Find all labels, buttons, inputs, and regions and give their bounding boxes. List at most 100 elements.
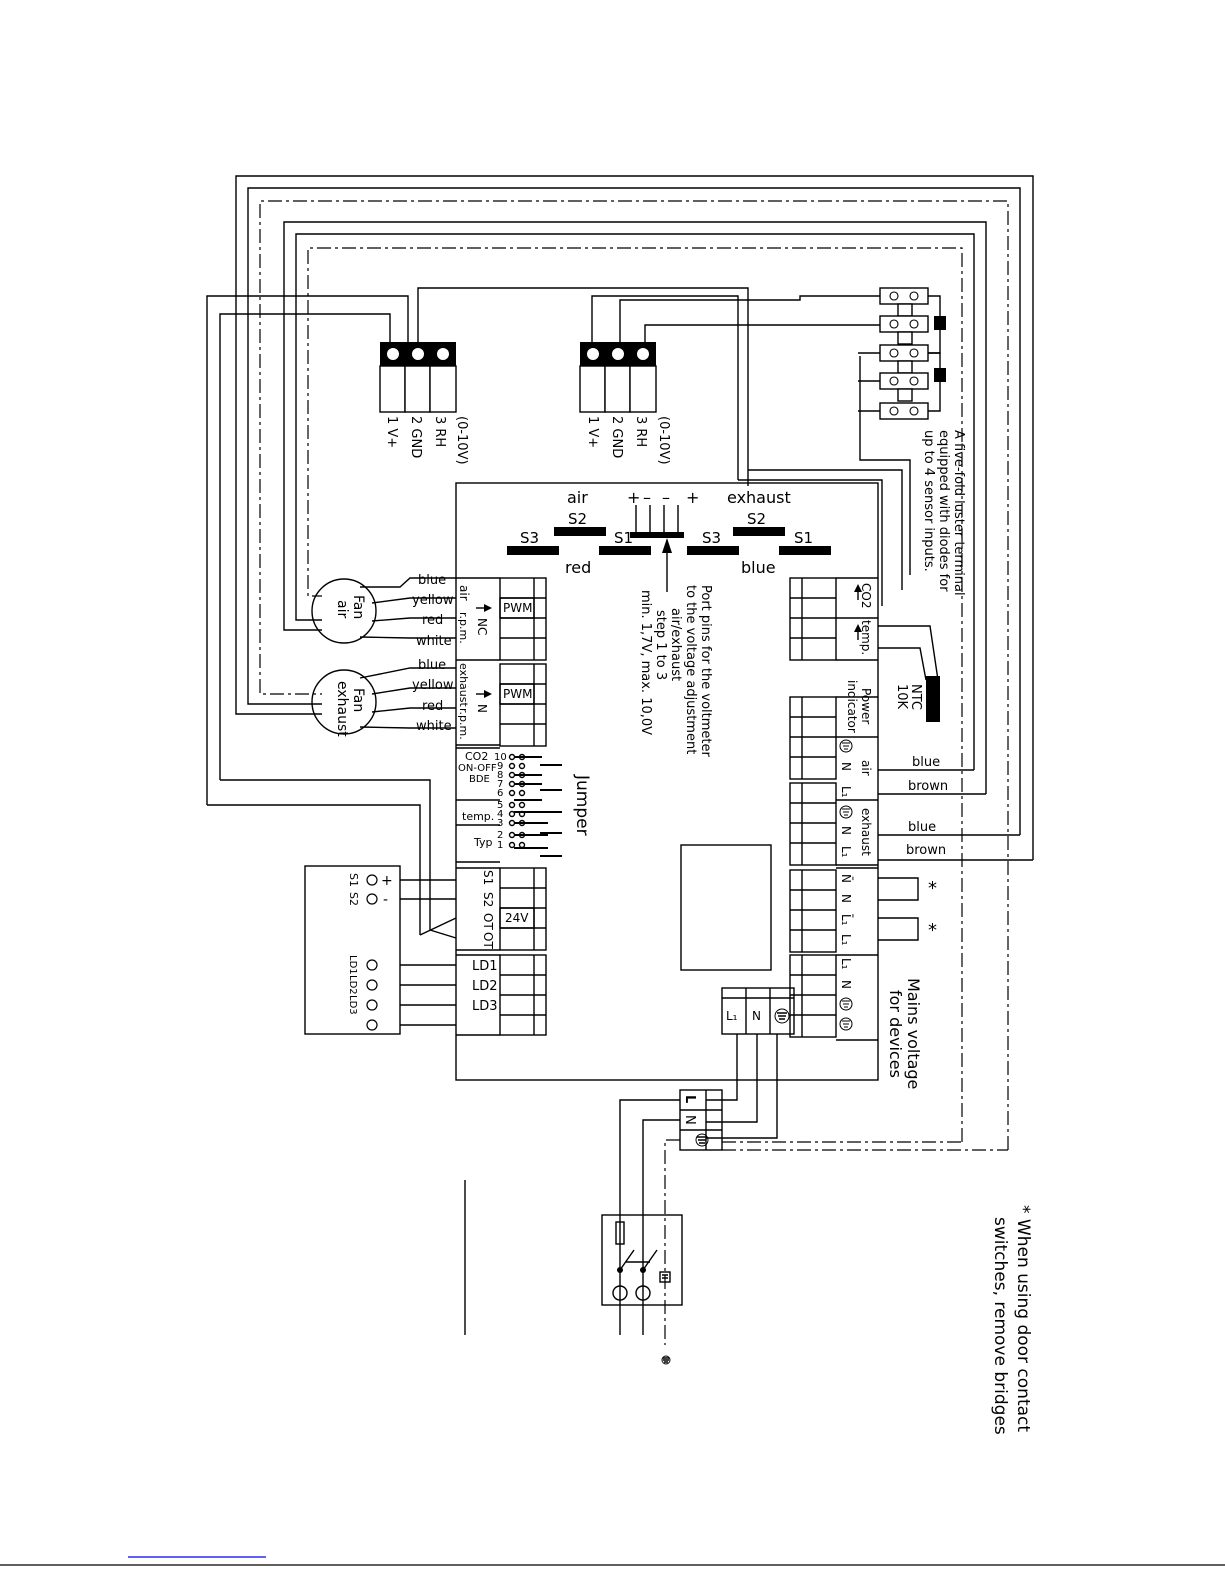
fan-ports bbox=[456, 577, 547, 747]
jumper-label-typ: Typ bbox=[473, 836, 493, 849]
remote-minus: - bbox=[383, 892, 388, 908]
mains-label-1: Mains voltage bbox=[904, 978, 923, 1089]
door-pin-1: N̄ bbox=[839, 874, 853, 883]
remote-s1: S1 bbox=[347, 873, 360, 887]
voltage-24v: 24V bbox=[505, 911, 529, 925]
mains-pin-l1: L₁ bbox=[839, 958, 853, 970]
board-pin-n: N bbox=[752, 1009, 761, 1023]
right-air-label: air bbox=[859, 760, 873, 776]
main-board bbox=[455, 482, 879, 1081]
ground-icon bbox=[839, 739, 853, 1031]
fan-exhaust bbox=[311, 667, 456, 735]
input-s1: S1 bbox=[481, 870, 495, 885]
jumper-num-5: 5 bbox=[497, 800, 503, 811]
star-1: * bbox=[928, 878, 937, 899]
air-wire-blue: blue bbox=[912, 755, 940, 770]
fan-air-name-2: air bbox=[334, 600, 350, 618]
exhaust-step-s3: S3 bbox=[702, 529, 721, 547]
luster-note-2: equipped with diodes for bbox=[936, 430, 951, 592]
sensor-left-pin-1: 1 V+ bbox=[384, 416, 399, 448]
air-step-s2: S2 bbox=[568, 510, 587, 528]
fan-exhaust-wire-yellow: yellow bbox=[412, 678, 454, 693]
jumper-num-9: 9 bbox=[497, 761, 503, 772]
fan-air-port-2: r.p.m. bbox=[457, 612, 470, 644]
outer-wiring bbox=[206, 175, 1034, 1150]
fan-air-wire-blue: blue bbox=[418, 573, 446, 588]
exhaust-pin-n: N bbox=[839, 826, 853, 835]
fan-air-port-1: air bbox=[457, 585, 471, 601]
ntc-label-1: NTC bbox=[908, 684, 923, 710]
jumper-label-onoff: ON-OFF bbox=[458, 763, 497, 774]
input-ot-2: OT bbox=[481, 932, 495, 949]
voltmeter-note-1: Port pins for the voltmeter bbox=[698, 585, 713, 757]
luster-note-3: up to 4 sensor inputs. bbox=[921, 430, 936, 572]
exhaust-color-label: blue bbox=[741, 558, 776, 577]
jumper-label-bde: BDE bbox=[469, 774, 490, 785]
exhaust-label: exhaust bbox=[727, 488, 791, 507]
sensor-right-pin-1: 1 V+ bbox=[585, 416, 600, 448]
air-pin-n: N bbox=[839, 762, 853, 771]
jumper-num-1: 1 bbox=[497, 840, 503, 851]
sensor-left-pin-3: 3 RH bbox=[432, 416, 447, 447]
sensor-terminal-left bbox=[379, 342, 457, 413]
air-step-s1: S1 bbox=[614, 529, 633, 547]
co2-port-label: CO2 bbox=[859, 583, 873, 608]
fan-air-pwm: PWM bbox=[503, 601, 532, 615]
ntc-label-2: 10K bbox=[894, 684, 909, 710]
exhaust-wire-blue: blue bbox=[908, 820, 936, 835]
air-step-s3: S3 bbox=[520, 529, 539, 547]
remote-ld2: LD2 bbox=[347, 975, 358, 995]
fan-air bbox=[311, 577, 456, 644]
remote-control bbox=[207, 779, 457, 1035]
luster-note-1: A five-fold luster terminal bbox=[951, 430, 966, 596]
voltmeter-note-3: air/exhaust bbox=[668, 608, 683, 681]
remote-s2: S2 bbox=[347, 892, 360, 906]
air-color-label: red bbox=[565, 558, 591, 577]
door-pin-4: L₁ bbox=[839, 934, 853, 946]
supply-terminal bbox=[619, 987, 1008, 1345]
air-pin-l1: L₁ bbox=[839, 786, 853, 798]
exhaust-step-s2: S2 bbox=[747, 510, 766, 528]
jumper-num-2: 2 bbox=[497, 830, 503, 841]
footnote-line-2: switches, remove bridges bbox=[990, 1217, 1010, 1435]
jumper-title: Jumper bbox=[572, 774, 592, 836]
led-3-label: LD3 bbox=[472, 999, 498, 1014]
power-indicator-2: indicator bbox=[845, 680, 859, 733]
board-pin-l1: L₁ bbox=[726, 1009, 738, 1023]
fan-exhaust-signal: N bbox=[475, 704, 489, 713]
jumper-num-8: 8 bbox=[497, 770, 503, 781]
jumper-num-6: 6 bbox=[497, 788, 503, 799]
sensor-right-pin-3: 3 RH bbox=[633, 416, 648, 447]
voltmeter-note-5: min. 1,7V, max. 10,0V bbox=[638, 590, 653, 735]
fan-exhaust-wire-red: red bbox=[422, 699, 443, 714]
fan-exhaust-wire-white: white bbox=[416, 719, 452, 734]
sensor-left-range: (0-10V) bbox=[454, 416, 469, 465]
exhaust-wire-brown: brown bbox=[906, 843, 946, 858]
fan-air-wire-white: white bbox=[416, 634, 452, 649]
power-indicator-1: Power bbox=[859, 688, 873, 724]
remote-ld1: LD1 bbox=[347, 955, 358, 975]
input-ot-1: OT bbox=[481, 913, 495, 930]
door-pin-3: L̄₁ bbox=[839, 914, 853, 926]
input-s2: S2 bbox=[481, 892, 495, 907]
fan-air-signal: NC bbox=[475, 618, 489, 635]
fan-air-name-1: Fan bbox=[350, 595, 366, 619]
fan-air-wire-red: red bbox=[422, 613, 443, 628]
polarity-4: + bbox=[686, 488, 699, 507]
supply-n: N bbox=[682, 1115, 697, 1125]
fan-exhaust-wire-blue: blue bbox=[418, 658, 446, 673]
led-1-label: LD1 bbox=[472, 959, 498, 974]
luster-terminal bbox=[858, 287, 946, 420]
polarity-2: – bbox=[643, 488, 651, 507]
star-2: * bbox=[928, 920, 937, 941]
mains-pin-n: N bbox=[839, 980, 853, 989]
controller-terminals bbox=[456, 867, 547, 1036]
jumper-num-10: 10 bbox=[494, 752, 507, 763]
exhaust-step-s1: S1 bbox=[794, 529, 813, 547]
display-module bbox=[680, 844, 772, 971]
right-ports bbox=[789, 577, 1033, 1041]
jumper-block bbox=[456, 747, 562, 863]
remote-plus: + bbox=[381, 873, 393, 889]
